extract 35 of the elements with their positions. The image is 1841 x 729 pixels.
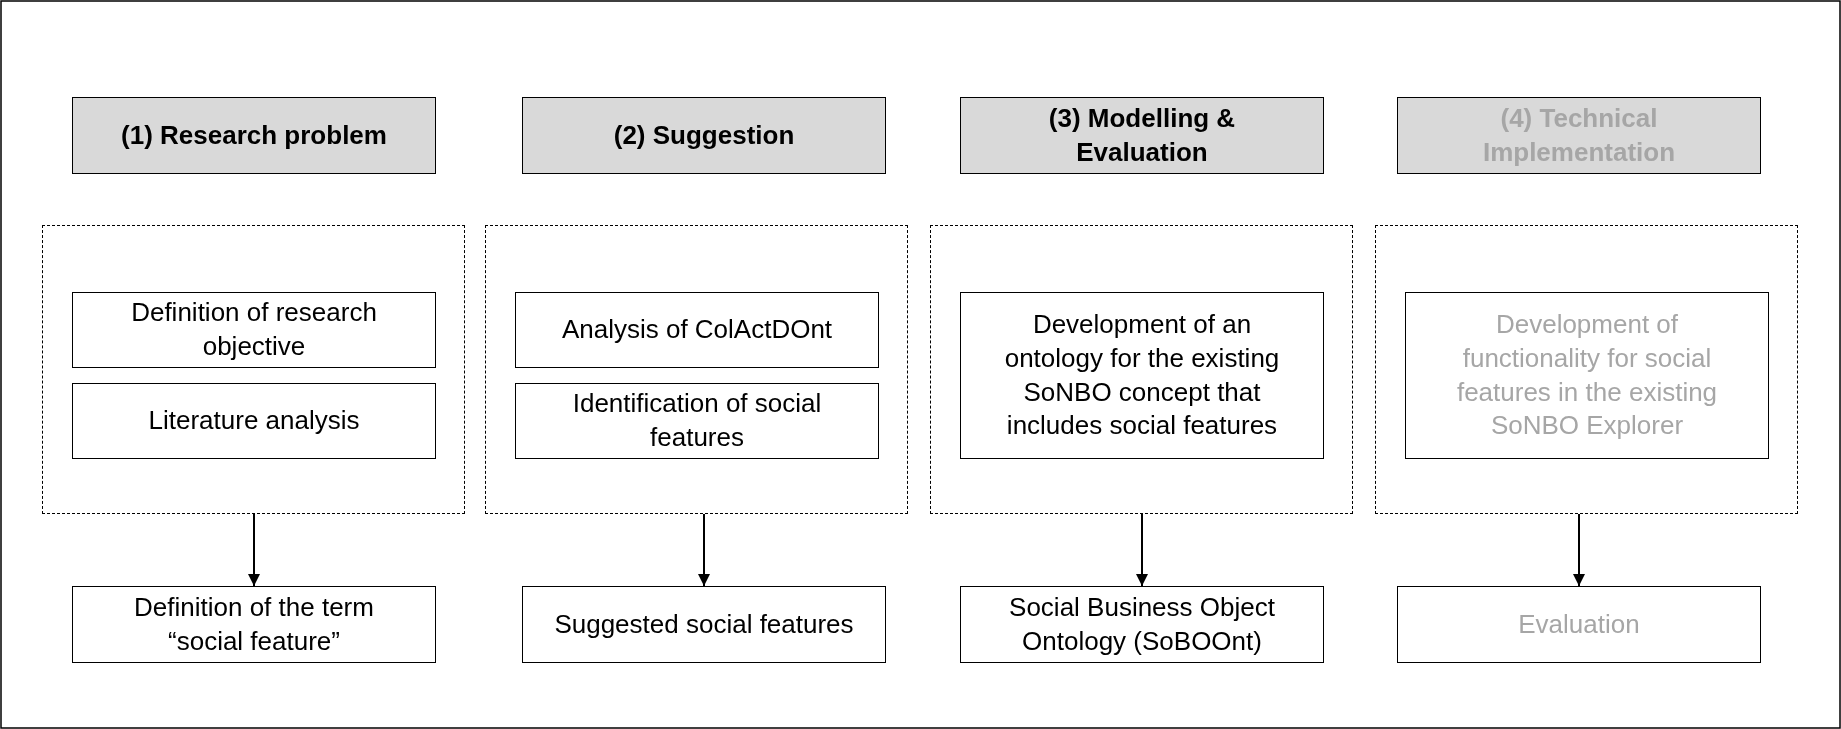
phase-header-box (522, 97, 886, 174)
dashed-group-box (930, 225, 1353, 514)
process-box (515, 383, 879, 459)
box-text: Social Business Object Ontology (SoBOOnt) (1008, 590, 1276, 658)
process-box (72, 586, 436, 663)
box-text: Development of functionality for social features in the existing SoNBO Explorer (1455, 307, 1719, 443)
arrow (248, 513, 260, 587)
arrow (698, 513, 710, 587)
box-text: Literature analysis (147, 404, 361, 438)
phase-title: (3) Modelling & Evaluation (1047, 101, 1237, 169)
phase-title: (1) Research problem (120, 118, 388, 152)
process-box (72, 383, 436, 459)
dashed-group-box (485, 225, 908, 514)
process-box (960, 586, 1324, 663)
arrow (1136, 513, 1148, 587)
box-text: Analysis of ColActDOnt (560, 313, 834, 347)
box-text: Definition of research objective (130, 296, 378, 363)
process-box (515, 292, 879, 368)
box-text: Development of an ontology for the existing SoNBO concept that includes social features (1003, 307, 1281, 443)
box-text: Suggested social features (553, 607, 855, 641)
process-box (1397, 586, 1761, 663)
arrow (1573, 513, 1585, 587)
phase-title: (2) Suggestion (612, 118, 796, 152)
process-box (522, 586, 886, 663)
phase-header-box (1397, 97, 1761, 174)
box-text: Evaluation (1517, 607, 1641, 641)
phase-header-box (72, 97, 436, 174)
box-text: Definition of the term “social feature” (133, 590, 375, 658)
process-box (72, 292, 436, 368)
dashed-group-box (1375, 225, 1798, 514)
process-box (960, 292, 1324, 459)
dashed-group-box (42, 225, 465, 514)
phase-header-box (960, 97, 1324, 174)
box-text: Identification of social features (571, 387, 823, 454)
process-box (1405, 292, 1769, 459)
